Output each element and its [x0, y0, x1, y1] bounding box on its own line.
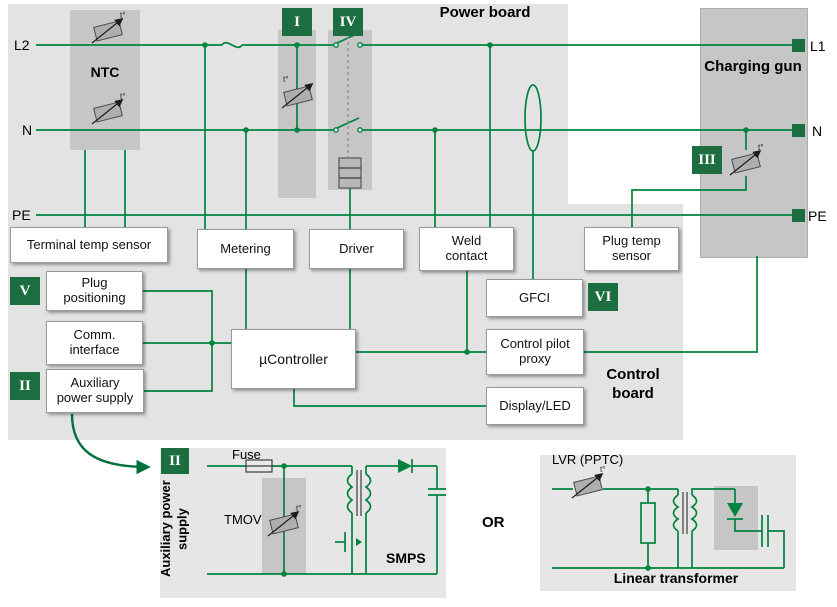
terminal-pe [792, 209, 805, 222]
rail-label-l2: L2 [14, 37, 30, 53]
terminal-l1 [792, 39, 805, 52]
charging-gun-title: Charging gun [704, 58, 802, 75]
aux-power-supply-vertical-title: Auxiliary power supply [158, 480, 190, 578]
weld-contact-box: Weld contact [419, 227, 514, 271]
metering-box: Metering [197, 229, 294, 269]
tmov-block [262, 478, 306, 574]
badge-ii: II [10, 372, 40, 400]
badge-iii: III [692, 146, 722, 174]
fuse-label: Fuse [232, 447, 261, 462]
diode-block [714, 486, 758, 550]
badge-ii-bottom: II [161, 448, 189, 474]
control-board-title: Control board [606, 366, 660, 402]
aux-power-supply-box: Auxiliary power supply [46, 369, 144, 413]
power-board-title: Power board [439, 4, 531, 21]
rail-label-pe-right: PE [808, 208, 827, 224]
component-block-i [278, 30, 316, 198]
plug-temp-sensor-box: Plug temp sensor [584, 227, 679, 271]
terminal-temp-sensor-box: Terminal temp sensor [10, 227, 168, 263]
relay-block-iv [328, 30, 372, 190]
or-label: OR [482, 514, 505, 531]
badge-iv: IV [333, 8, 363, 36]
badge-i: I [282, 8, 312, 36]
plug-positioning-box: Plug positioning [46, 271, 143, 311]
rail-label-pe-left: PE [12, 207, 31, 223]
smps-label: SMPS [386, 550, 426, 566]
ntc-title: NTC [90, 64, 120, 80]
control-pilot-proxy-box: Control pilot proxy [486, 329, 584, 375]
gfci-box: GFCI [486, 279, 583, 317]
tmov-label: TMOV [224, 512, 262, 527]
linear-transformer-label: Linear transformer [613, 570, 739, 586]
badge-v: V [10, 277, 40, 305]
lvr-pptc-label: LVR (PPTC) [552, 452, 624, 467]
badge-vi: VI [588, 283, 618, 311]
terminal-n [792, 124, 805, 137]
driver-box: Driver [309, 229, 404, 269]
display-led-box: Display/LED [486, 387, 584, 425]
rail-label-l1: L1 [810, 38, 826, 54]
ucontroller-box: µController [231, 329, 356, 389]
rail-label-n-right: N [812, 123, 823, 139]
rail-label-n-left: N [22, 122, 33, 138]
comm-interface-box: Comm. interface [46, 321, 143, 365]
